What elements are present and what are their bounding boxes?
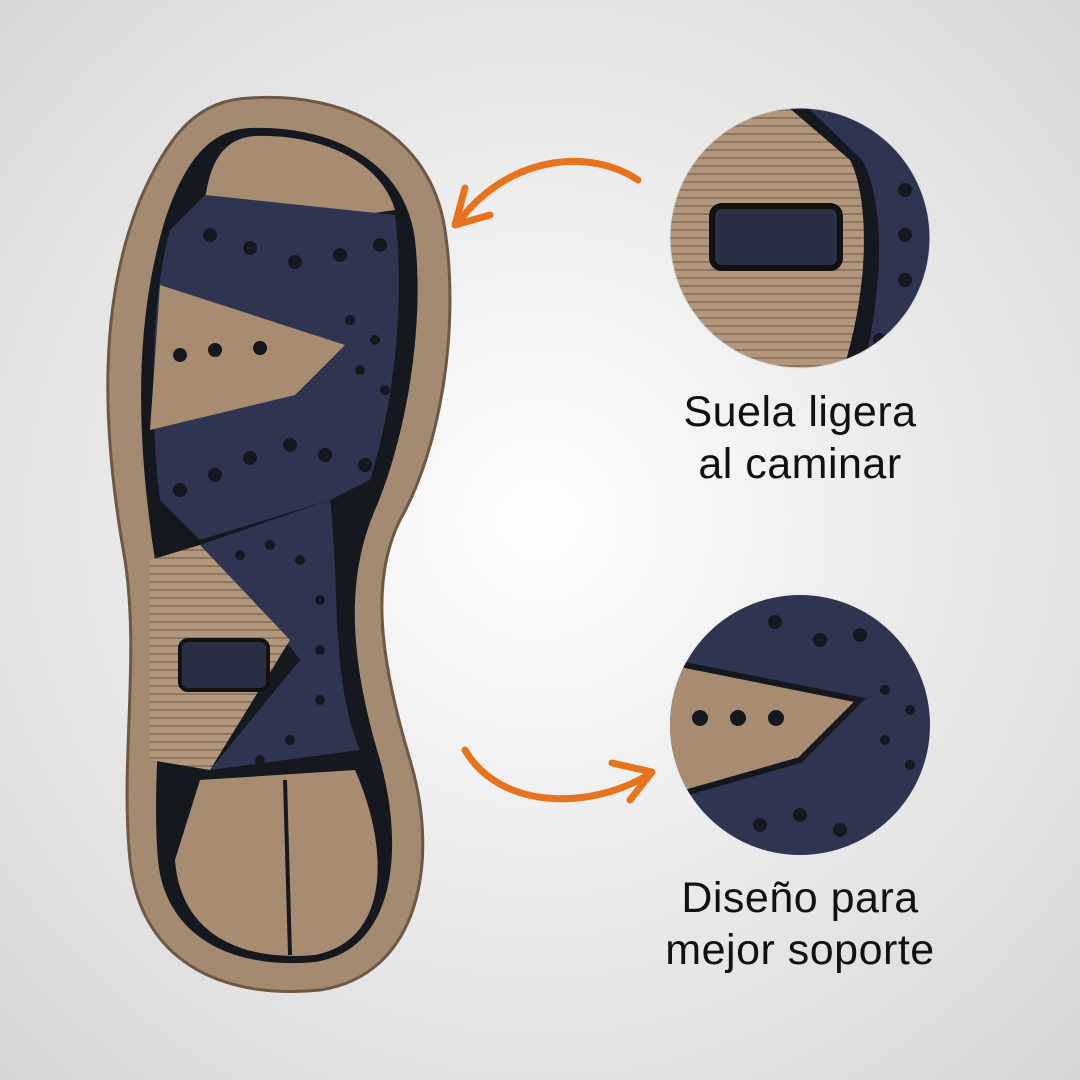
arrow-icon	[451, 158, 642, 229]
shoe-sole	[106, 95, 452, 993]
caption-line: al caminar	[698, 440, 902, 488]
detail-circle-logo	[670, 108, 930, 368]
caption-line: mejor soporte	[665, 926, 935, 974]
feature-caption-support: Diseño para mejor soporte	[630, 872, 970, 976]
detail-circle-support	[670, 595, 930, 855]
brand-logo-badge	[178, 638, 270, 692]
arrow-icon	[461, 746, 656, 804]
feature-caption-lightweight: Suela ligera al caminar	[630, 386, 970, 490]
caption-line: Suela ligera	[683, 388, 917, 436]
caption-line: Diseño para	[681, 874, 919, 922]
